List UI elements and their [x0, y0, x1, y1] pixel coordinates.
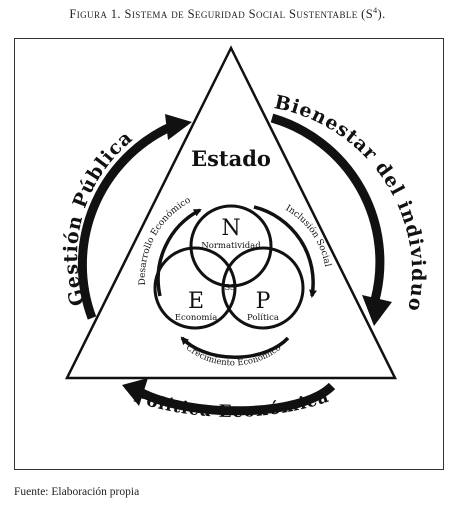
outer-arrowhead-left: [165, 114, 192, 140]
caption-suffix: ).: [377, 7, 386, 22]
circle-label-economia: Economía: [175, 312, 218, 323]
circle-label-normatividad: Normatividad: [201, 241, 261, 251]
apex-label: Estado: [191, 146, 271, 171]
inner-arrow-left: [156, 208, 202, 297]
circle-label-politica: Política: [247, 312, 279, 323]
source-note: Fuente: Elaboración propia: [14, 486, 140, 498]
circle-letter-n: N: [221, 216, 240, 241]
inner-arrow-right: [253, 205, 317, 298]
caption-text: Figura 1. Sistema de Seguridad Social Su…: [69, 7, 374, 22]
circle-letter-e: E: [188, 289, 204, 314]
circle-letter-p: P: [256, 289, 271, 314]
circle-normatividad: [189, 204, 273, 288]
outer-arrowhead-right: [362, 295, 392, 326]
outer-arrow-left: [77, 123, 170, 320]
outer-arrow-bottom: [137, 382, 336, 416]
outer-label-bottom: Política Económica: [131, 387, 332, 422]
circle-economia: [153, 246, 237, 330]
figure-frame: [14, 38, 444, 470]
center-label-ss: SS: [225, 283, 236, 292]
outer-arrow-right: [270, 113, 385, 302]
state-triangle: [64, 45, 398, 380]
figure-caption: Figura 1. Sistema de Seguridad Social Su…: [0, 6, 455, 22]
caption-superscript: 4: [373, 6, 378, 15]
circle-politica: [221, 246, 305, 330]
inner-arrow-bottom: [180, 336, 290, 359]
outer-arrowhead-bottom: [122, 378, 148, 406]
outer-label-bottom-text: Política Económica: [131, 387, 331, 422]
